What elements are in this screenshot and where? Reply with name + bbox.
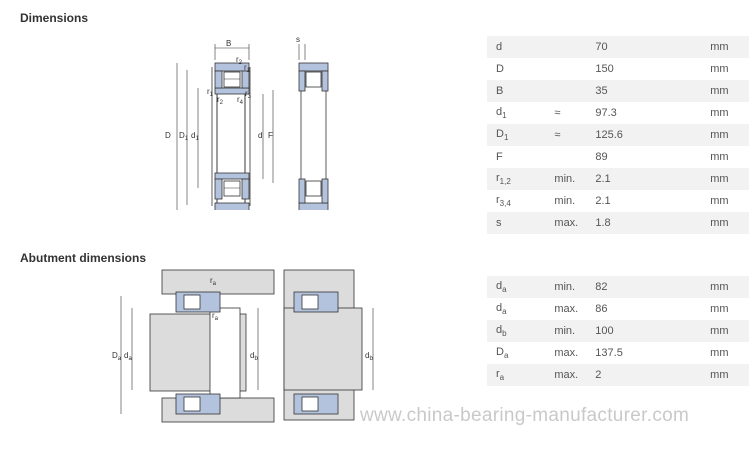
label-D: D	[165, 131, 171, 140]
label-da: da	[124, 351, 132, 362]
param-value: 97.3	[595, 107, 617, 119]
dimension-row: F 89 mm	[487, 146, 749, 168]
param-qualifier: max.	[554, 364, 596, 386]
label-Da: Da	[112, 351, 122, 362]
param-symbol: D	[496, 63, 504, 75]
label-s: s	[296, 35, 300, 44]
label-B: B	[226, 39, 231, 48]
param-value: 137.5	[595, 347, 623, 359]
label-d: d	[258, 131, 262, 140]
abutment-row: Da max. 137.5 mm	[487, 342, 749, 364]
label-r4: r4	[237, 95, 244, 106]
param-symbol: B	[487, 80, 555, 102]
abutment-drawing: Da da db ra ra db	[112, 269, 373, 423]
param-symbol: db	[487, 320, 555, 342]
param-symbol: Da	[496, 345, 509, 361]
param-value: 86	[595, 303, 608, 315]
param-symbol: ra	[487, 364, 555, 386]
param-value: 2.1	[595, 168, 711, 190]
param-qualifier: min.	[554, 320, 596, 342]
param-unit: mm	[710, 80, 749, 102]
param-unit: mm	[710, 107, 729, 119]
param-value: 2	[595, 364, 711, 386]
param-symbol: da	[487, 276, 555, 298]
dimension-row: d1 ≈97.3 mm	[487, 102, 749, 124]
param-value: 70	[595, 36, 711, 58]
label-r2-top: r2	[236, 55, 243, 66]
dimension-row: r3,4 min. 2.1 mm	[487, 190, 749, 212]
param-symbol: d1	[496, 105, 507, 121]
label-D1: D1	[179, 131, 189, 142]
param-value: 100	[595, 320, 711, 342]
param-qualifier: ≈	[554, 124, 596, 146]
bearing-dimensions-drawing: B D D1 d1 d F r2 r1 r1 r2 r3 r4 s	[165, 35, 329, 210]
param-qualifier	[554, 36, 596, 58]
label-ra-2: ra	[212, 311, 219, 322]
param-value: 35	[595, 80, 711, 102]
param-qualifier: max.	[554, 212, 596, 234]
param-unit: mm	[710, 151, 729, 163]
param-unit: mm	[710, 63, 729, 75]
param-symbol: s	[487, 212, 555, 234]
param-unit: mm	[710, 124, 749, 146]
label-r1: r1	[207, 87, 214, 98]
dimension-row: D 150 mm	[487, 58, 749, 80]
param-value: 2.1	[595, 195, 611, 207]
param-qualifier	[554, 58, 595, 80]
param-symbol: D1	[487, 124, 555, 146]
param-unit: mm	[710, 195, 729, 207]
param-symbol: F	[496, 151, 503, 163]
param-qualifier: ≈	[554, 107, 561, 119]
param-symbol: r3,4	[496, 193, 511, 209]
param-unit: mm	[710, 276, 749, 298]
param-value: 82	[595, 276, 711, 298]
label-db-right: db	[365, 351, 373, 362]
label-ra-1: ra	[210, 276, 217, 287]
param-qualifier: min.	[554, 195, 576, 207]
param-unit: mm	[710, 36, 749, 58]
label-F: F	[268, 131, 273, 140]
label-r2: r2	[217, 95, 224, 106]
param-qualifier	[554, 80, 596, 102]
param-qualifier	[554, 146, 595, 168]
param-unit: mm	[710, 303, 729, 315]
dimensions-title: Dimensions	[20, 11, 89, 25]
param-unit: mm	[710, 212, 749, 234]
param-value: 1.8	[595, 212, 711, 234]
param-value: 150	[595, 63, 614, 75]
param-symbol: da	[496, 301, 507, 317]
param-symbol: r1,2	[487, 168, 555, 190]
label-r3: r3	[245, 89, 252, 100]
watermark-text: www.china-bearing-manufacturer.com	[360, 405, 690, 426]
param-qualifier: max.	[554, 303, 579, 315]
param-symbol: d	[487, 36, 555, 58]
param-value: 125.6	[595, 124, 711, 146]
param-unit: mm	[710, 364, 749, 386]
param-value: 89	[595, 151, 608, 163]
label-db-left: db	[250, 351, 258, 362]
abutment-row: da max. 86 mm	[487, 298, 749, 320]
abutment-title: Abutment dimensions	[20, 251, 147, 265]
param-unit: mm	[710, 168, 749, 190]
param-qualifier: min.	[554, 168, 596, 190]
param-unit: mm	[710, 320, 749, 342]
param-qualifier: min.	[554, 276, 596, 298]
label-r1-top: r1	[244, 63, 251, 74]
param-unit: mm	[710, 347, 729, 359]
label-d1: d1	[191, 131, 199, 142]
param-qualifier: max.	[554, 347, 579, 359]
